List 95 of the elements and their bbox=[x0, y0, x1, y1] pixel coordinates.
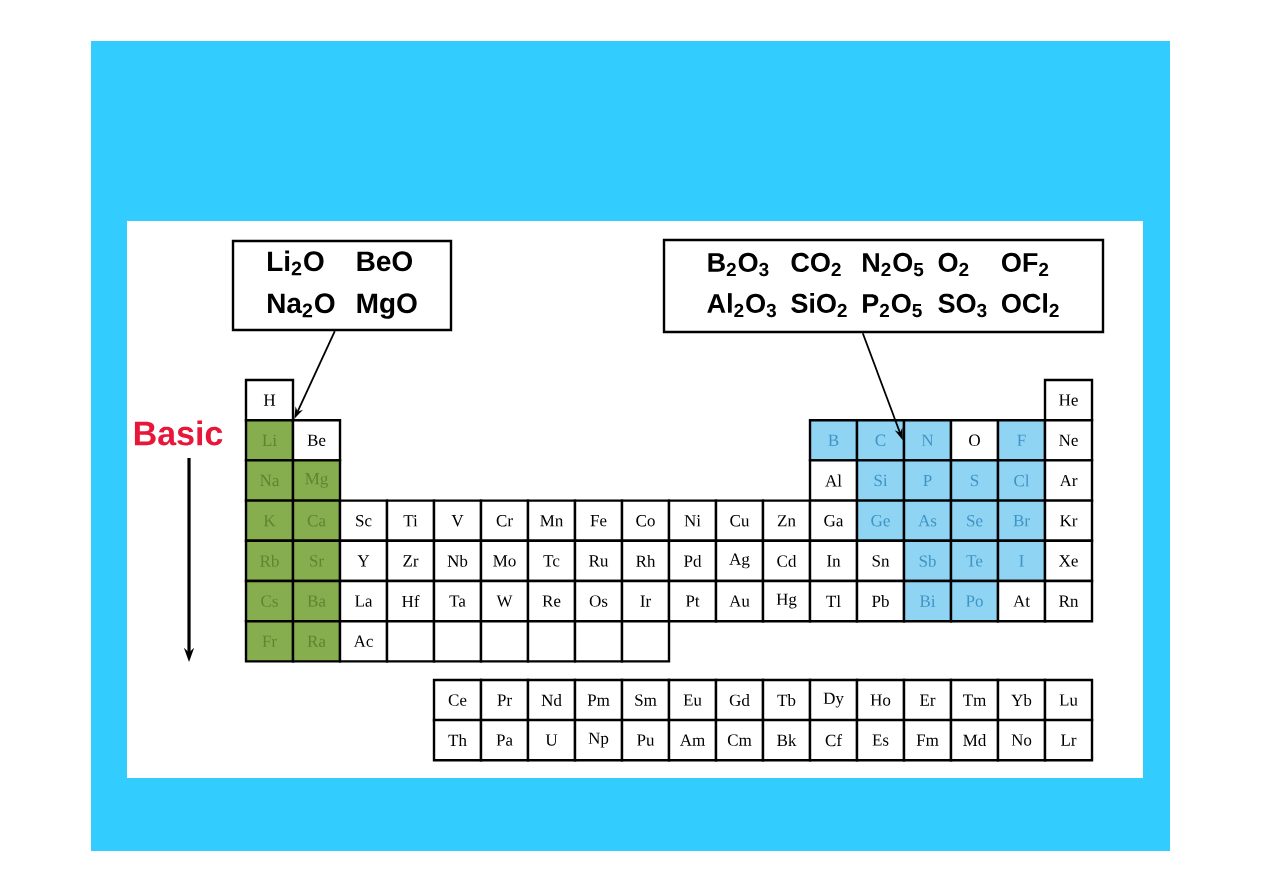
element-cell: Rn bbox=[1043, 579, 1094, 623]
element-cell: Tl bbox=[808, 579, 859, 623]
element-cell: Cr bbox=[479, 499, 530, 542]
element-cell: Er bbox=[902, 678, 953, 722]
element-cell: W bbox=[479, 579, 530, 623]
element-cell: Zn bbox=[761, 499, 812, 542]
element-cell: Ni bbox=[667, 499, 718, 542]
element-cell: Ho bbox=[855, 678, 906, 722]
element-cell: Dy bbox=[808, 678, 859, 722]
element-cell: At bbox=[996, 579, 1047, 623]
formula-box: Li$_{2}$O BeO Na$_{2}$O MgO bbox=[231, 239, 453, 332]
element-cell: Ti bbox=[385, 499, 436, 542]
element-cell: Rh bbox=[620, 539, 671, 583]
element-cell: P bbox=[902, 459, 953, 502]
element-cell: Es bbox=[855, 718, 906, 762]
element-cell: F bbox=[996, 419, 1047, 462]
element-cell: Cl bbox=[996, 459, 1047, 502]
element-cell: Ac bbox=[338, 620, 389, 663]
element-cell: Ce bbox=[432, 678, 483, 722]
element-cell: Yb bbox=[996, 678, 1047, 722]
element-cell: As bbox=[902, 499, 953, 542]
element-cell: Nd bbox=[526, 678, 577, 722]
element-cell: Ta bbox=[432, 579, 483, 623]
element-cell: He bbox=[1043, 378, 1094, 422]
element-cell: Os bbox=[573, 579, 624, 623]
element-cell: Gd bbox=[714, 678, 765, 722]
element-cell: S bbox=[949, 459, 1000, 502]
element-cell: Al bbox=[808, 459, 859, 502]
element-cell: Pm bbox=[573, 678, 624, 722]
element-cell: Kr bbox=[1043, 499, 1094, 542]
element-cell: Pa bbox=[479, 718, 530, 762]
element-cell: Br bbox=[996, 499, 1047, 542]
element-cell: Ar bbox=[1043, 459, 1094, 502]
element-cell: Ge bbox=[855, 499, 906, 542]
element-cell: Sb bbox=[902, 539, 953, 583]
element-cell: Ru bbox=[573, 539, 624, 583]
element-cell: Np bbox=[573, 718, 624, 762]
element-cell: Bi bbox=[902, 579, 953, 623]
formula-box: B$_{2}$O$_{3}$ CO$_{2}$ N$_{2}$O$_{5}$ O$_{2}$ OF$_{2}$ Al$_{2}$O$_{3}$ SiO$_{2}$ P$_{2}$O$_{5}$ SO$_{3}$ OCl$_{2}$ bbox=[662, 238, 1105, 334]
element-cell: Xe bbox=[1043, 539, 1094, 583]
element-cell: Tc bbox=[526, 539, 577, 583]
element-cell: Se bbox=[949, 499, 1000, 542]
element-cell: Cd bbox=[761, 539, 812, 583]
element-cell: Th bbox=[432, 718, 483, 762]
element-cell: Pt bbox=[667, 579, 718, 623]
element-cell: Cu bbox=[714, 499, 765, 542]
element-cell: Be bbox=[291, 419, 342, 462]
element-cell: Te bbox=[949, 539, 1000, 583]
element-cell: In bbox=[808, 539, 859, 583]
element-cell: Pd bbox=[667, 539, 718, 583]
element-cell: Mn bbox=[526, 499, 577, 542]
element-cell: Eu bbox=[667, 678, 718, 722]
element-cell: Cf bbox=[808, 718, 859, 762]
element-cell: Si bbox=[855, 459, 906, 502]
element-cell: Fm bbox=[902, 718, 953, 762]
element-cell: Md bbox=[949, 718, 1000, 762]
element-cell: Cm bbox=[714, 718, 765, 762]
element-cell: Tm bbox=[949, 678, 1000, 722]
element-cell: Ga bbox=[808, 499, 859, 542]
element-cell: Nb bbox=[432, 539, 483, 583]
element-cell: Pr bbox=[479, 678, 530, 722]
element-cell: Hf bbox=[385, 579, 436, 623]
element-cell: Mo bbox=[479, 539, 530, 583]
element-cell: O bbox=[949, 419, 1000, 462]
element-cell: I bbox=[996, 539, 1047, 583]
element-cell: Lr bbox=[1043, 718, 1094, 762]
element-cell: Tb bbox=[761, 678, 812, 722]
element-cell: Am bbox=[667, 718, 718, 762]
element-cell: Ne bbox=[1043, 419, 1094, 462]
element-cell: Ag bbox=[714, 539, 765, 583]
element-cell: Hg bbox=[761, 579, 812, 623]
element-cell: Y bbox=[338, 539, 389, 583]
element-cell: Zr bbox=[385, 539, 436, 583]
element-cell: Sn bbox=[855, 539, 906, 583]
element-cell: Au bbox=[714, 579, 765, 623]
element-cell: No bbox=[996, 718, 1047, 762]
element-cell: Lu bbox=[1043, 678, 1094, 722]
element-cell: Re bbox=[526, 579, 577, 623]
element-cell: Fe bbox=[573, 499, 624, 542]
element-cell: U bbox=[526, 718, 577, 762]
element-cell: Co bbox=[620, 499, 671, 542]
element-cell: Po bbox=[949, 579, 1000, 623]
element-cell: B bbox=[808, 419, 859, 462]
element-cell: Pb bbox=[855, 579, 906, 623]
element-cell: La bbox=[338, 579, 389, 623]
element-cell: Bk bbox=[761, 718, 812, 762]
element-cell: V bbox=[432, 499, 483, 542]
element-cell: Sc bbox=[338, 499, 389, 542]
element-cell: Pu bbox=[620, 718, 671, 762]
side-label: Basic bbox=[134, 420, 223, 446]
element-cell: Sm bbox=[620, 678, 671, 722]
element-cell: Ir bbox=[620, 579, 671, 623]
element-cell: H bbox=[244, 378, 295, 422]
element-cell: N bbox=[902, 419, 953, 462]
element-cell: C bbox=[855, 419, 906, 462]
